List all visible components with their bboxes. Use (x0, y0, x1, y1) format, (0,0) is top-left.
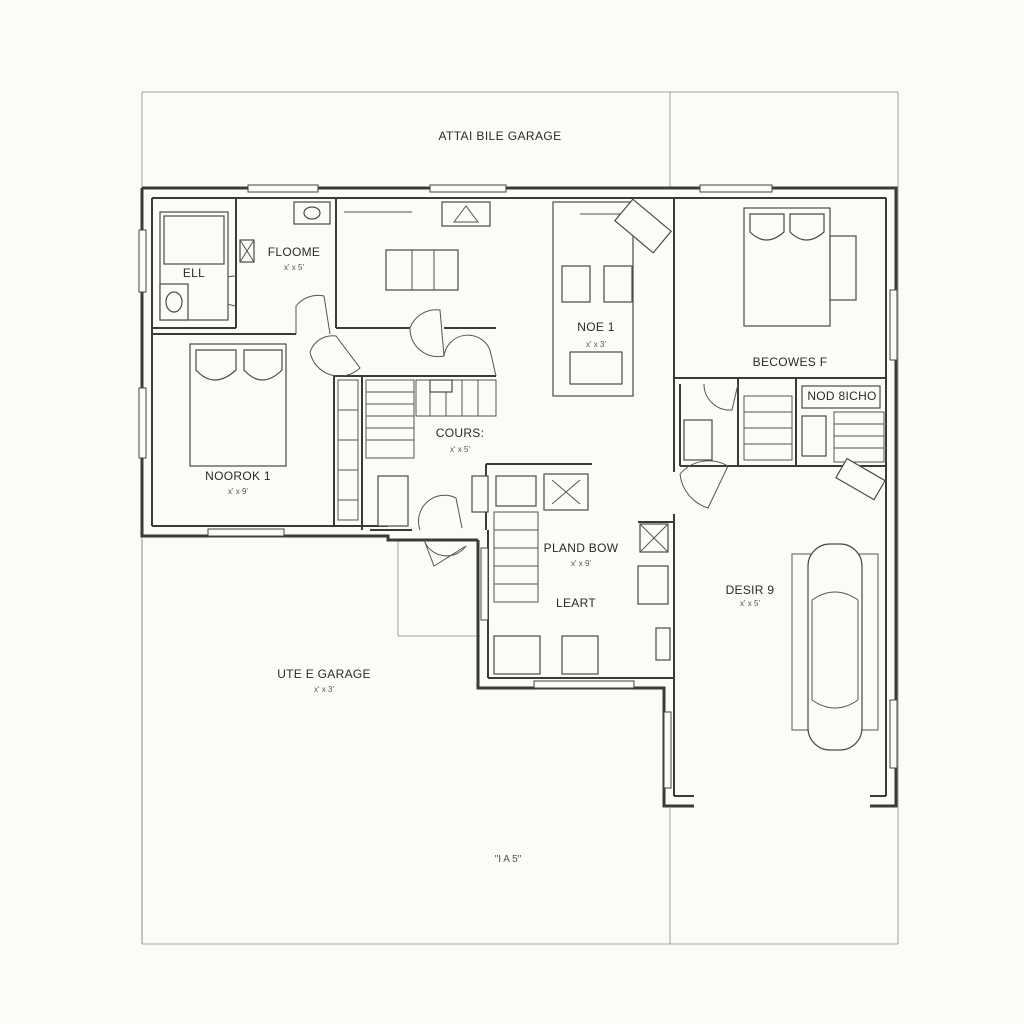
room-label-nod: NOD 8ICHO (807, 389, 876, 403)
windows (138, 184, 898, 789)
room-label-noe1: NOE 1 (577, 320, 615, 334)
room-label-planbow: PLAND BOW (544, 541, 619, 555)
room-dim-floome: x' x 5' (284, 263, 304, 272)
room-labels: ATTAI BILE GARAGE ELL FLOOME x' x 5' NOE… (183, 129, 877, 865)
room-label-desir: DESIR 9 (726, 583, 775, 597)
room-label-floome: FLOOME (268, 245, 320, 259)
room-dim-cours: x' x 5' (450, 445, 470, 454)
interior-walls (152, 198, 886, 678)
room-dim-desir: x' x 5' (740, 599, 760, 608)
bottom-dimension: "I A 5" (495, 854, 522, 865)
room-dim-ute-garage: x' x 3' (314, 685, 334, 694)
room-label-cours: COURS: (436, 426, 484, 440)
bed-noorok (189, 343, 287, 467)
room-dim-noe1: x' x 3' (586, 340, 606, 349)
room-dim-noorok: x' x 9' (228, 487, 248, 496)
room-label-noorok: NOOROK 1 (205, 469, 271, 483)
room-label-ute-garage: UTE E GARAGE (277, 667, 371, 681)
plan-title: ATTAI BILE GARAGE (438, 129, 561, 143)
living-furniture (344, 198, 672, 397)
room-label-leart: LEART (556, 596, 596, 610)
room-label-ell: ELL (183, 266, 205, 280)
stairs (337, 379, 885, 603)
utility-fixtures (471, 385, 886, 675)
garage-car (791, 543, 879, 751)
bathroom-fixtures-ell (159, 201, 331, 321)
room-label-becowes: BECOWES F (753, 355, 828, 369)
bed-becowes (743, 207, 857, 327)
room-dim-planbow: x' x 9' (571, 559, 591, 568)
